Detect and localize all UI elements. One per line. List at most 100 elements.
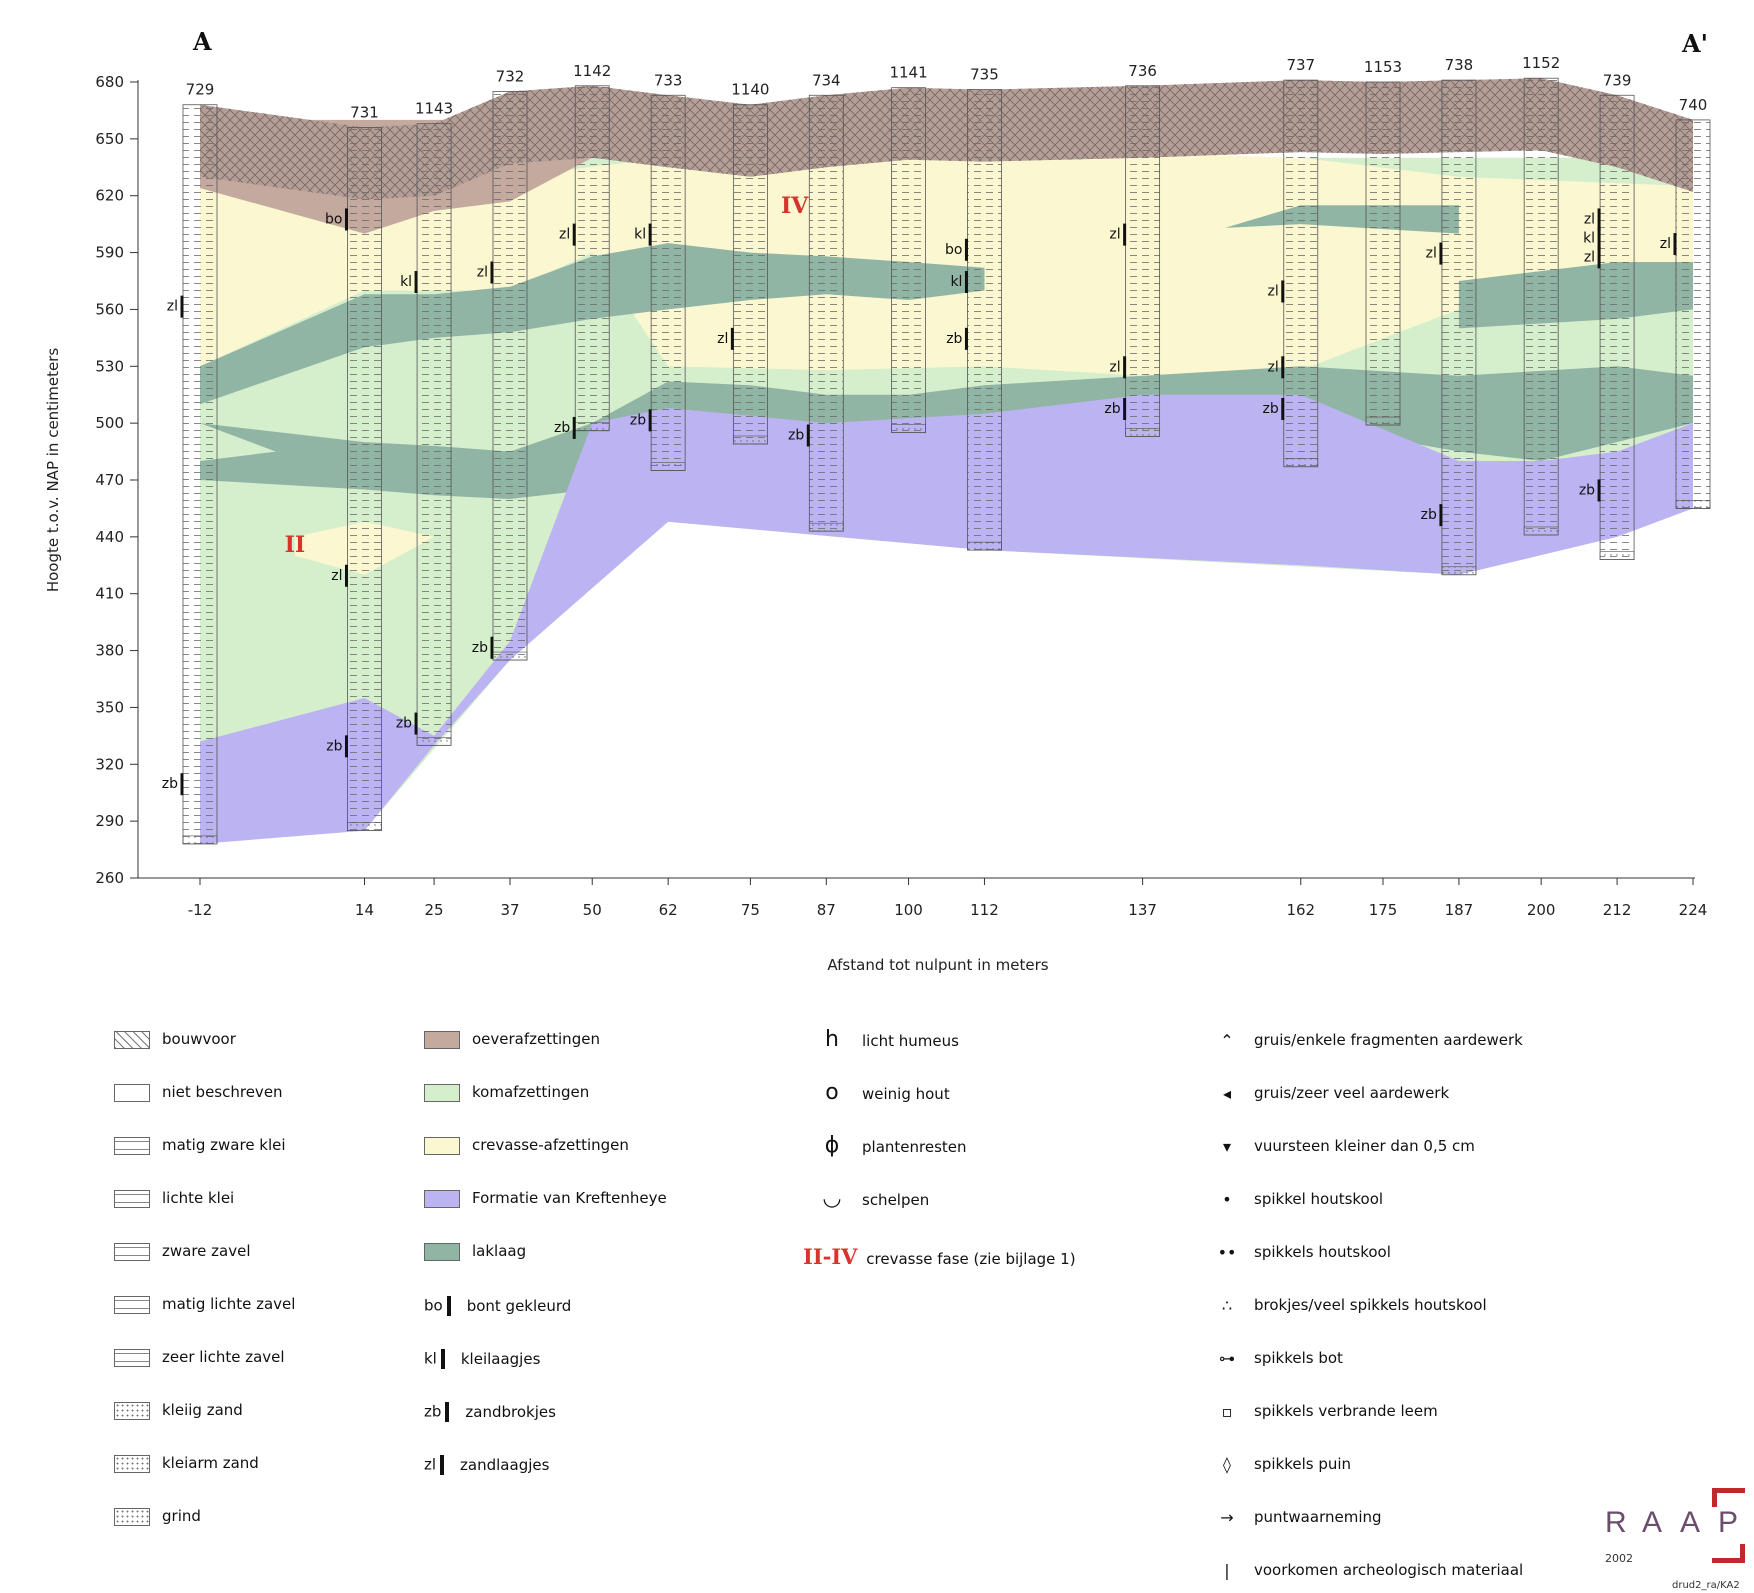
legend-symbol-icon: ◂ [1222,1084,1232,1103]
logo-letter: A [1680,1506,1701,1539]
y-tick-label: 410 [95,585,124,603]
legend-label: spikkel houtskool [1254,1190,1384,1208]
borehole-base [1441,566,1477,576]
layer-code-annotation: kl [950,274,962,290]
layer-code-annotation: zl [559,227,570,243]
y-tick-label: 470 [95,471,124,489]
phase-text: crevasse fase (zie bijlage 1) [866,1250,1076,1268]
phase-label: IV [781,193,809,219]
legend-label: zeer lichte zavel [162,1348,285,1366]
borehole-id: 733 [654,71,683,89]
legend-swatch [114,1402,150,1420]
borehole-id: 731 [350,103,379,121]
borehole-id: 738 [1445,56,1474,74]
legend-label: kleiarm zand [162,1454,259,1472]
y-tick-label: 380 [95,642,124,660]
x-tick-label: 212 [1603,901,1632,919]
legend-swatch [424,1084,460,1102]
layer-code-annotation: zl [717,331,728,347]
borehole-id: 729 [186,81,215,99]
borehole-column [732,104,768,445]
legend-label: gruis/zeer veel aardewerk [1254,1084,1450,1102]
borehole-id: 1143 [415,100,453,118]
legend-swatch [424,1190,460,1208]
layer-code-annotation: kl [400,274,412,290]
kreftenheye-layer [200,394,1693,844]
legend-label: puntwaarneming [1254,1508,1382,1526]
layer-code-annotation: zb [162,776,178,792]
legend-symbol-icon: ▫ [1221,1402,1233,1421]
legend-code: zb [424,1402,442,1421]
legend-label: schelpen [862,1191,930,1209]
legend-label: niet beschreven [162,1083,283,1101]
geological-layers [200,78,1693,844]
legend-swatch [424,1137,460,1155]
borehole-base [650,462,686,471]
legend-label: spikkels verbrande leem [1254,1402,1438,1420]
legend-label: Formatie van Kreftenheye [472,1189,667,1207]
legend-label: kleilaagjes [460,1349,541,1368]
legend-label: bont gekleurd [466,1296,572,1315]
legend-symbol-icon: → [1220,1508,1234,1527]
section-end-label: A' [1681,29,1708,58]
layer-code-annotation: kl [1583,230,1595,246]
borehole-column [182,104,218,845]
x-tick-label: 50 [583,901,602,919]
borehole-column [1523,77,1559,536]
legend-symbol-icon: h [825,1027,839,1052]
y-tick-label: 500 [95,414,124,432]
marker-bar-icon [440,1455,445,1475]
bouwvoor-hatch [200,78,1693,200]
legend-label: oeverafzettingen [472,1030,600,1048]
layer-code-annotation: zl [331,568,342,584]
legend-swatch [114,1190,150,1208]
layer-code-annotation: zl [1426,246,1437,262]
borehole-column [1441,79,1477,576]
legend-label: grind [162,1507,201,1525]
y-tick-label: 260 [95,869,124,887]
borehole-base [182,835,218,845]
layer-code-annotation: zl [1584,249,1595,265]
legend-symbol-icon: ◊ [1223,1455,1231,1474]
legend-label: crevasse-afzettingen [472,1136,629,1154]
layer-code-annotation: zb [946,331,962,347]
x-tick-label: 75 [741,901,760,919]
borehole-id: 1152 [1522,54,1560,72]
legend-swatch [424,1243,460,1261]
legend-label: kleiig zand [162,1401,243,1419]
x-tick-label: 162 [1286,901,1315,919]
legend-label: brokjes/veel spikkels houtskool [1254,1296,1487,1314]
borehole-base [347,822,382,831]
logo-code: drud2_ra/KA2 [1672,1580,1740,1591]
borehole-column [492,91,528,661]
borehole-base [967,541,1002,551]
logo-bracket-top [1712,1488,1745,1507]
logo-letter: R [1605,1506,1627,1539]
section-start-label: A [192,27,212,56]
legend-swatch [114,1455,150,1473]
legend-label: plantenresten [862,1138,967,1156]
borehole-id: 737 [1286,56,1315,74]
legend-symbol-icon: ▾ [1222,1137,1232,1156]
borehole-base [1365,416,1401,426]
layer-code-annotation: zl [1268,359,1279,375]
borehole-base [733,435,768,445]
borehole-column [808,94,844,532]
y-tick-label: 680 [95,73,124,91]
borehole-base [891,424,926,433]
legend-label: zware zavel [162,1242,251,1260]
x-tick-label: 187 [1445,901,1474,919]
borehole-column [1283,79,1319,468]
legend-code-row: bo bont gekleurd [424,1296,571,1316]
legend-symbol-icon: ϕ [824,1133,840,1158]
legend-code: bo [424,1296,443,1315]
y-tick-label: 650 [95,130,124,148]
marker-bar-icon [440,1349,445,1369]
borehole-id: 732 [496,67,525,85]
layer-code-annotation: zl [477,265,488,281]
legend-label: laklaag [472,1242,527,1260]
